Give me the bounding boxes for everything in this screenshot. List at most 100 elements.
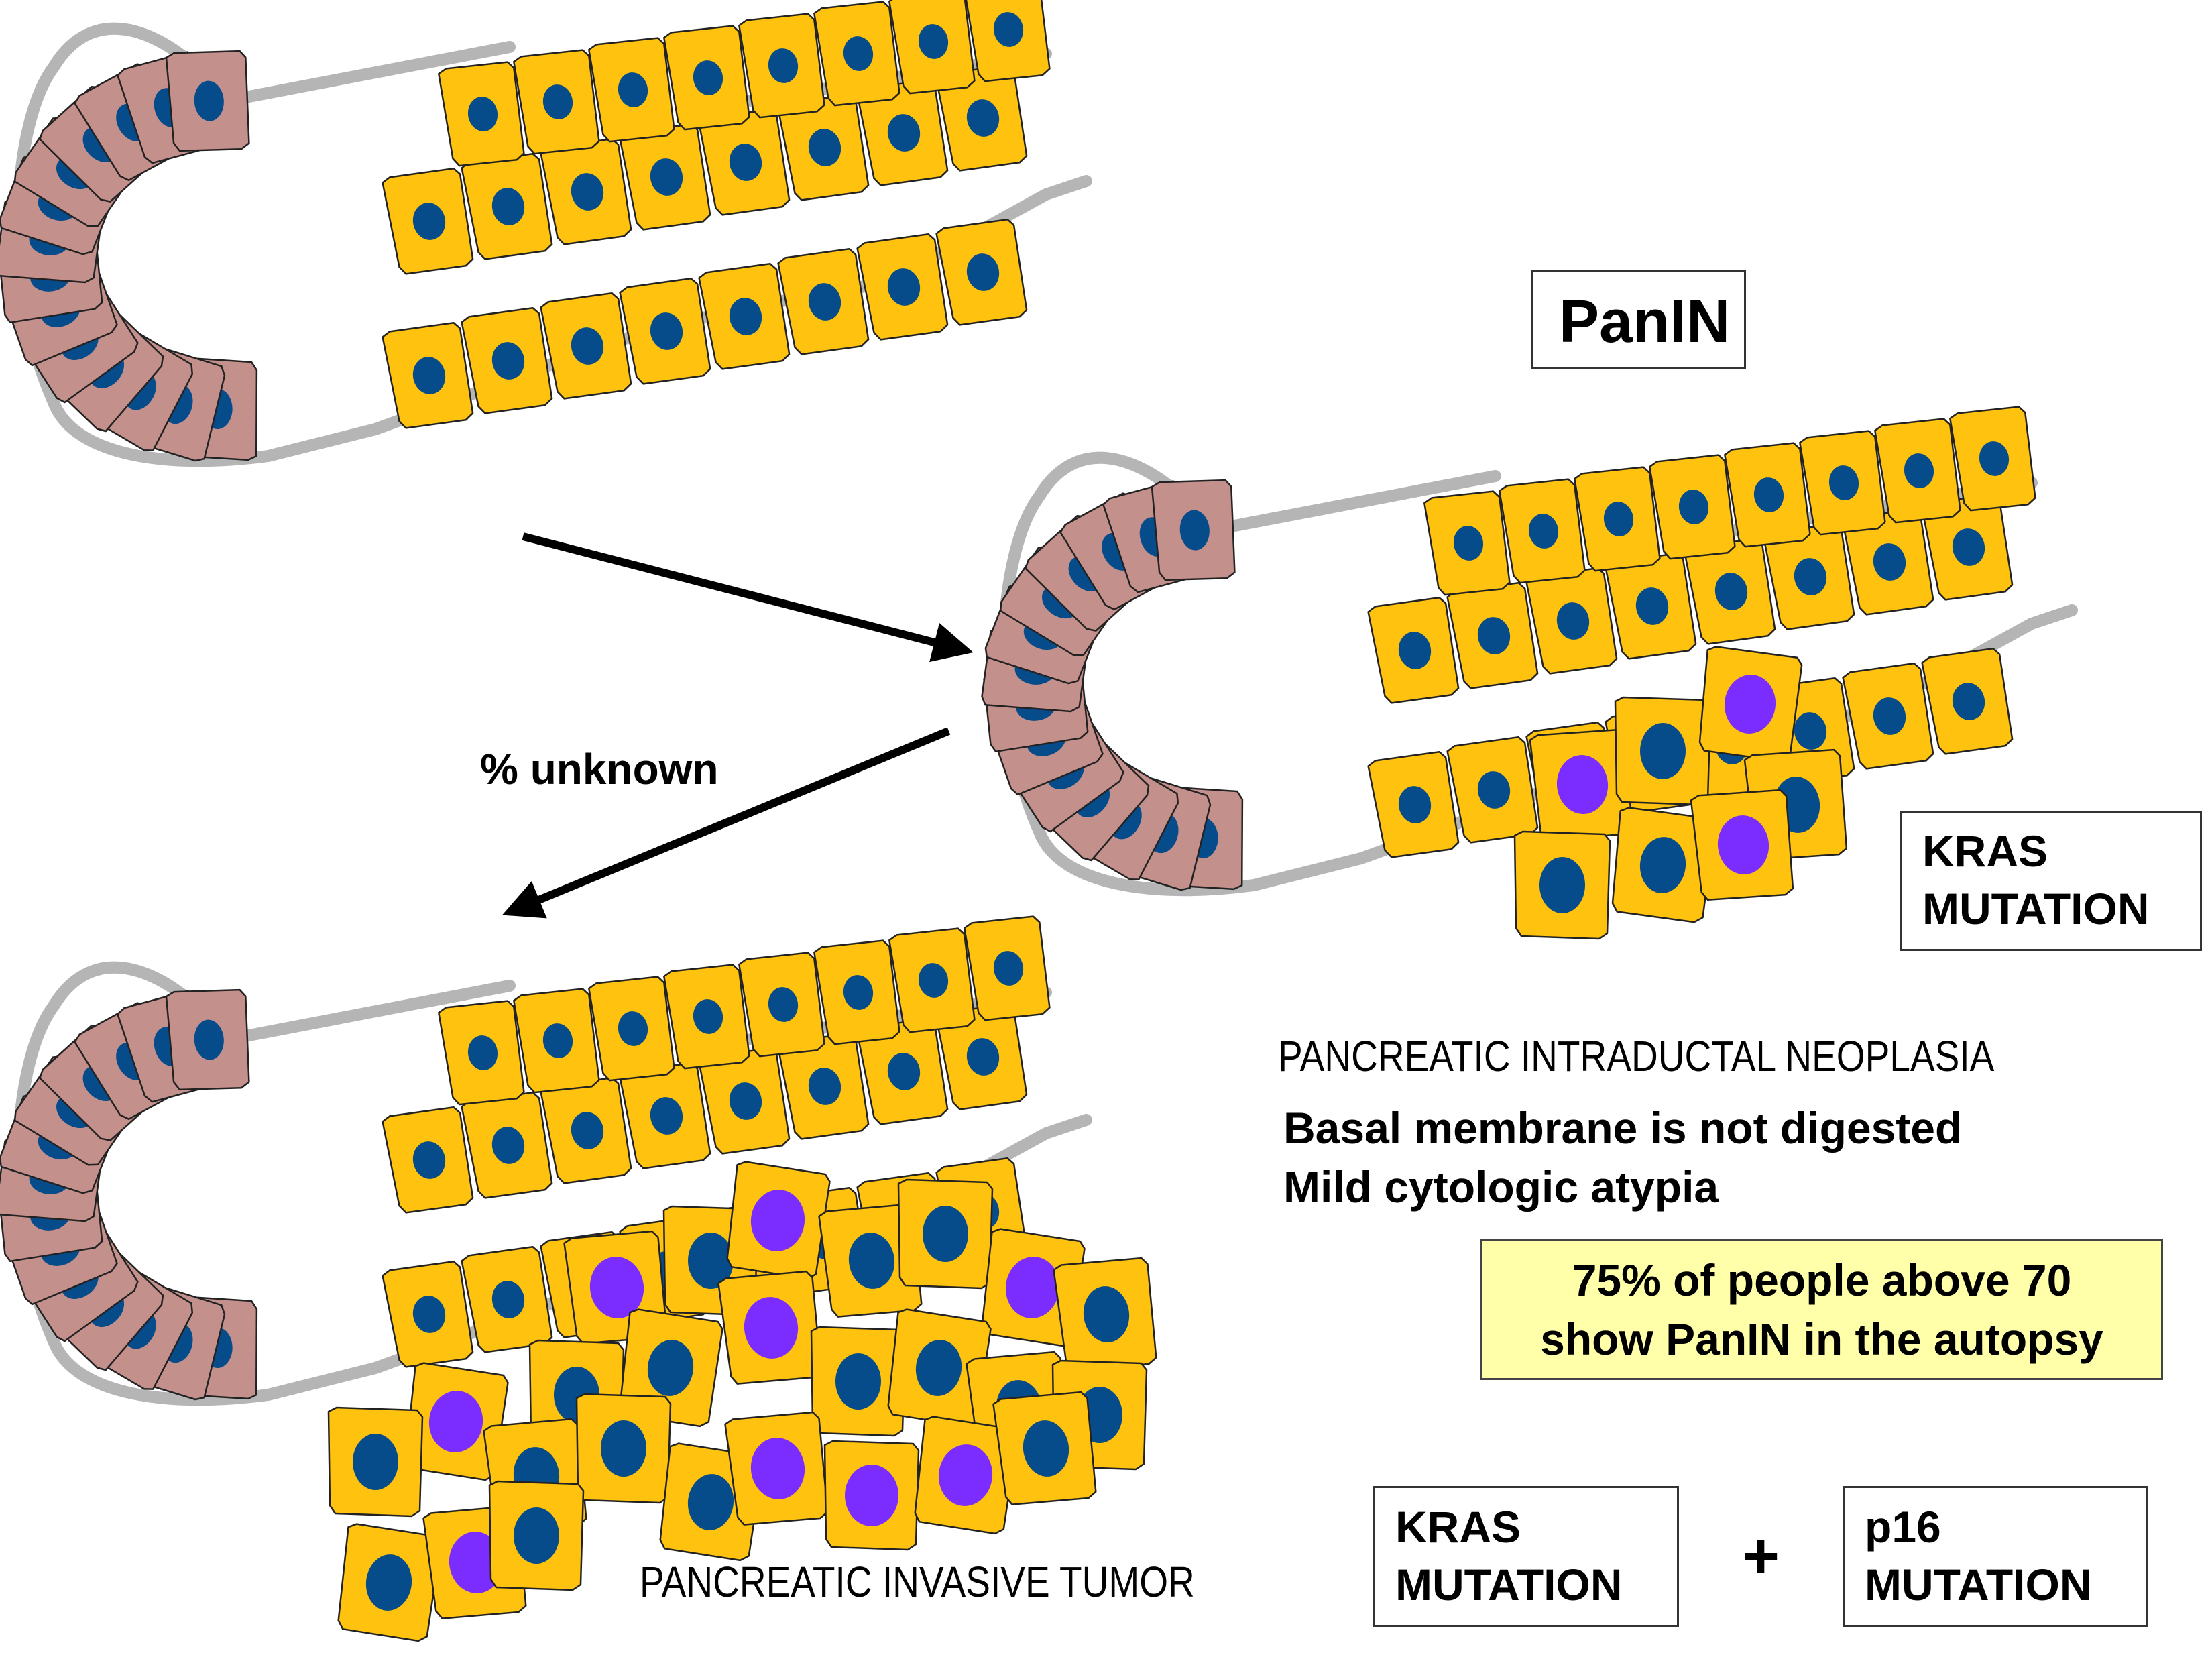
kras-mutation-1-line1: KRAS [1922, 826, 2048, 876]
panin-duct-cell-nucleus [1952, 683, 1985, 720]
panin-duct-cell-nucleus [1398, 632, 1432, 669]
invasive-tumor-cluster [327, 1161, 1157, 1642]
autopsy-note-line2: show PanIN in the autopsy [1540, 1314, 2103, 1364]
invasive-normal-cell-nucleus [194, 1019, 224, 1060]
normal-duct-cell-nucleus [571, 173, 604, 211]
normal-duct [0, 0, 1092, 467]
invasive-duct-cell-nucleus [571, 1112, 604, 1149]
normal-duct-cell-nucleus [650, 312, 683, 350]
panin-duct-cell-nucleus [1873, 697, 1906, 735]
invasive-cluster-cell-nucleus [428, 1391, 483, 1452]
panin-duct-cell-nucleus [1398, 786, 1432, 823]
invasive-duct-cell-nucleus [887, 1053, 921, 1090]
panin-top-duct-cell-nucleus [1979, 441, 2010, 476]
invasive-cluster-cell-nucleus [514, 1507, 559, 1564]
invasive-cluster-cell-nucleus [688, 1233, 734, 1289]
invasive-top-duct-cell-nucleus [843, 975, 874, 1010]
progression-arrow-normal-to-panin [522, 532, 974, 663]
normal-top-duct-cell-nucleus [918, 24, 949, 59]
invasive-cluster-cell-nucleus [449, 1532, 504, 1593]
normal-duct-cell-nucleus [966, 253, 1000, 291]
panin-top-duct-cell-nucleus [1453, 526, 1484, 561]
normal-top-duct-cell-nucleus [768, 48, 799, 83]
panin-cluster-cell-nucleus [1717, 815, 1769, 874]
panin-duct-cell-nucleus [1556, 602, 1590, 640]
invasive-top-duct-cell-nucleus [467, 1035, 498, 1070]
panin-duct-cell-nucleus [1794, 712, 1827, 750]
invasive-top-duct-cell-nucleus [768, 987, 799, 1022]
autopsy-note-box: 75% of people above 70 show PanIN in the… [1480, 1239, 2163, 1380]
normal-duct-cell-nucleus [966, 99, 1000, 137]
invasive-duct-cell-nucleus [491, 1281, 525, 1318]
kras-mutation-2-line1: KRAS [1395, 1502, 1521, 1552]
panin-top-duct-cell-nucleus [1753, 477, 1784, 512]
panin-title: PanIN [1559, 288, 1731, 355]
panin-top-duct-cell-nucleus [1678, 490, 1709, 524]
normal-duct-cell-nucleus [729, 298, 762, 335]
percent-unknown-label: % unknown [480, 745, 719, 793]
kras-mutation-box-1: KRAS MUTATION [1900, 811, 2202, 951]
invasive-cluster-cell-nucleus [601, 1420, 646, 1477]
invasive-cluster-cell-nucleus [687, 1474, 734, 1530]
invasive-cluster-cell-nucleus [750, 1190, 805, 1251]
invasive-cluster-cell-nucleus [744, 1297, 799, 1359]
panin-duct-cell-nucleus [1477, 771, 1511, 809]
panin-cluster-cell-nucleus [1724, 675, 1776, 734]
fact-basal-membrane: Basal membrane is not digested [1283, 1103, 1963, 1153]
normal-duct-cell-nucleus [887, 114, 921, 152]
invasive-duct-cell-nucleus [412, 1141, 446, 1179]
plus-sign: + [1742, 1520, 1780, 1592]
autopsy-note-line1: 75% of people above 70 [1572, 1255, 2072, 1305]
normal-duct-cell-nucleus [808, 129, 841, 166]
invasive-cluster-cell-nucleus [848, 1233, 895, 1289]
invasive-cluster-cell-nucleus [938, 1444, 993, 1506]
invasive-cluster-cell-nucleus [589, 1257, 644, 1318]
invasive-top-duct-cell-nucleus [618, 1011, 648, 1046]
normal-top-duct-cell-nucleus [693, 60, 723, 95]
normal-duct-cell-nucleus [491, 342, 525, 380]
normal-duct-cell-nucleus [887, 268, 921, 306]
invasive-duct-cell-nucleus [808, 1068, 841, 1105]
panin-top-duct-cell-nucleus [1603, 502, 1634, 536]
normal-normal-cell-nucleus [194, 80, 224, 121]
normal-top-duct-cell-nucleus [542, 84, 573, 119]
invasive-duct-cell-nucleus [729, 1082, 762, 1120]
panin-cluster-cell-nucleus [1639, 837, 1686, 893]
normal-duct-cell-nucleus [808, 283, 841, 321]
panin-mutant-cluster [1513, 646, 1848, 940]
invasive-cluster-cell-nucleus [915, 1340, 962, 1396]
normal-duct-cell-nucleus [491, 188, 525, 225]
normal-duct-cell-nucleus [729, 144, 762, 181]
normal-top-duct-cell-nucleus [467, 97, 498, 131]
panin-duct-cell-nucleus [1873, 543, 1906, 581]
kras-mutation-1-line2: MUTATION [1922, 884, 2150, 933]
panin-duct-cell-nucleus [1952, 528, 1985, 566]
invasive-cluster-cell-nucleus [835, 1353, 881, 1410]
kras-mutation-box-2: KRAS MUTATION [1373, 1486, 1679, 1627]
invasive-cluster-cell-nucleus [845, 1465, 898, 1526]
panin-full-name: PANCREATIC INTRADUCTAL NEOPLASIA [1278, 1032, 1995, 1080]
invasive-top-duct-cell-nucleus [542, 1023, 573, 1058]
invasive-cluster-cell-nucleus [353, 1434, 398, 1490]
panin-cluster-cell-nucleus [1556, 755, 1609, 814]
invasive-tumor-label: PANCREATIC INVASIVE TUMOR [640, 1558, 1195, 1606]
invasive-duct-cell-nucleus [491, 1127, 525, 1164]
invasive-cluster-cell-nucleus [1005, 1257, 1060, 1318]
panin-cluster-cell-nucleus [1539, 857, 1585, 913]
invasive-top-duct-cell-nucleus [918, 963, 949, 998]
normal-duct-cell-nucleus [650, 158, 683, 196]
normal-duct-cell-nucleus [412, 203, 446, 240]
normal-top-duct-cell-nucleus [618, 72, 648, 107]
invasive-cluster-cell-nucleus [1083, 1286, 1130, 1342]
invasive-top-duct-cell-nucleus [693, 999, 723, 1034]
normal-duct-cell-nucleus [571, 327, 604, 365]
invasive-cluster-cell-nucleus [750, 1438, 805, 1499]
panin-cluster-cell-nucleus [1640, 723, 1686, 779]
p16-mutation-box: p16 MUTATION [1843, 1486, 2148, 1627]
normal-duct-cell-nucleus [412, 357, 446, 394]
panin-duct-cell-nucleus [1794, 558, 1827, 595]
panin-duct-cell-nucleus [1714, 573, 1748, 610]
invasive-cluster-cell-nucleus [647, 1340, 694, 1396]
